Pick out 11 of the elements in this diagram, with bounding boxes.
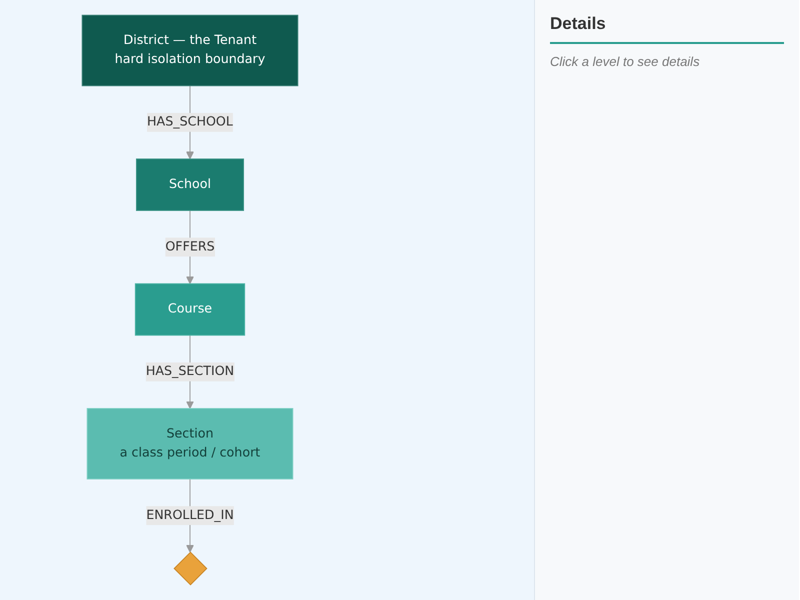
edge-label: HAS_SCHOOL [147,114,233,130]
node-box: Course [134,283,246,336]
node-box: School [136,158,244,211]
edge-label: ENROLLED_IN [146,508,234,522]
node-diamond [174,552,208,586]
node-box: Section a class period / cohort [86,408,294,480]
hint-text: Click a level to see details [550,54,701,69]
edge-label: HAS_SECTION [146,364,234,379]
node-box: District — the Tenant hard isolation boundary [82,14,298,86]
panel-heading: Details [550,14,784,44]
edge-label: OFFERS [165,239,215,254]
